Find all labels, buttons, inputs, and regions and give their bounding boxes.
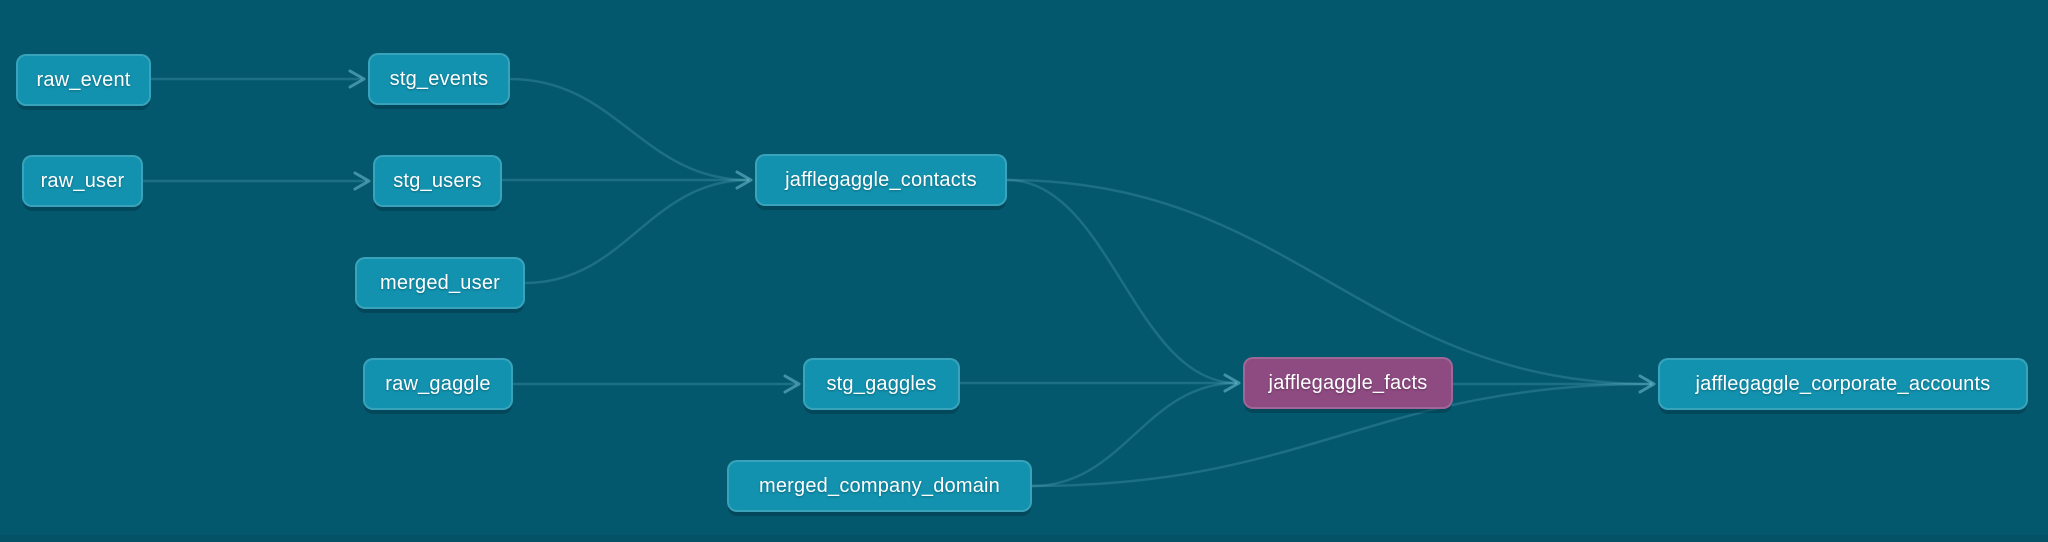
node-label: raw_gaggle <box>385 372 491 395</box>
node-label: merged_company_domain <box>758 474 1000 497</box>
arrowhead-into-stg_users <box>353 171 371 191</box>
arrowhead-into-jafflegaggle_contacts <box>735 170 753 190</box>
node-label: stg_gaggles <box>826 372 937 395</box>
node-merged_user[interactable]: merged_user <box>355 257 525 309</box>
edge-jafflegaggle_contacts-to-jafflegaggle_corporate_accounts <box>1006 178 1653 386</box>
node-label: stg_events <box>389 67 489 90</box>
node-stg_events[interactable]: stg_events <box>368 53 510 105</box>
node-label: merged_user <box>379 271 501 294</box>
node-stg_gaggles[interactable]: stg_gaggles <box>803 358 960 410</box>
arrowhead-into-stg_gaggles <box>783 374 801 394</box>
node-label: jafflegaggle_corporate_accounts <box>1695 372 1991 395</box>
node-label: jafflegaggle_contacts <box>785 168 977 191</box>
node-label: stg_users <box>393 169 482 192</box>
arrowhead-into-stg_events <box>348 69 366 89</box>
node-raw_gaggle[interactable]: raw_gaggle <box>363 358 513 410</box>
node-merged_company_domain[interactable]: merged_company_domain <box>727 460 1032 512</box>
arrowhead-into-jafflegaggle_facts <box>1223 373 1241 393</box>
node-jafflegaggle_facts[interactable]: jafflegaggle_facts <box>1243 357 1453 409</box>
arrowhead-into-jafflegaggle_corporate_accounts <box>1638 374 1656 394</box>
canvas-bottom-edge <box>0 535 2048 542</box>
edge-merged_user-to-jafflegaggle_contacts <box>524 178 750 285</box>
node-label: raw_event <box>36 68 131 91</box>
node-raw_event[interactable]: raw_event <box>16 54 151 106</box>
edge-jafflegaggle_contacts-to-jafflegaggle_facts <box>1006 178 1238 385</box>
edge-merged_company_domain-to-jafflegaggle_facts <box>1031 381 1238 488</box>
edge-stg_events-to-jafflegaggle_contacts <box>509 77 750 182</box>
node-label: jafflegaggle_facts <box>1268 371 1428 394</box>
node-jafflegaggle_corporate_accounts[interactable]: jafflegaggle_corporate_accounts <box>1658 358 2028 410</box>
node-label: raw_user <box>40 169 125 192</box>
node-stg_users[interactable]: stg_users <box>373 155 502 207</box>
node-raw_user[interactable]: raw_user <box>22 155 143 207</box>
node-jafflegaggle_contacts[interactable]: jafflegaggle_contacts <box>755 154 1007 206</box>
